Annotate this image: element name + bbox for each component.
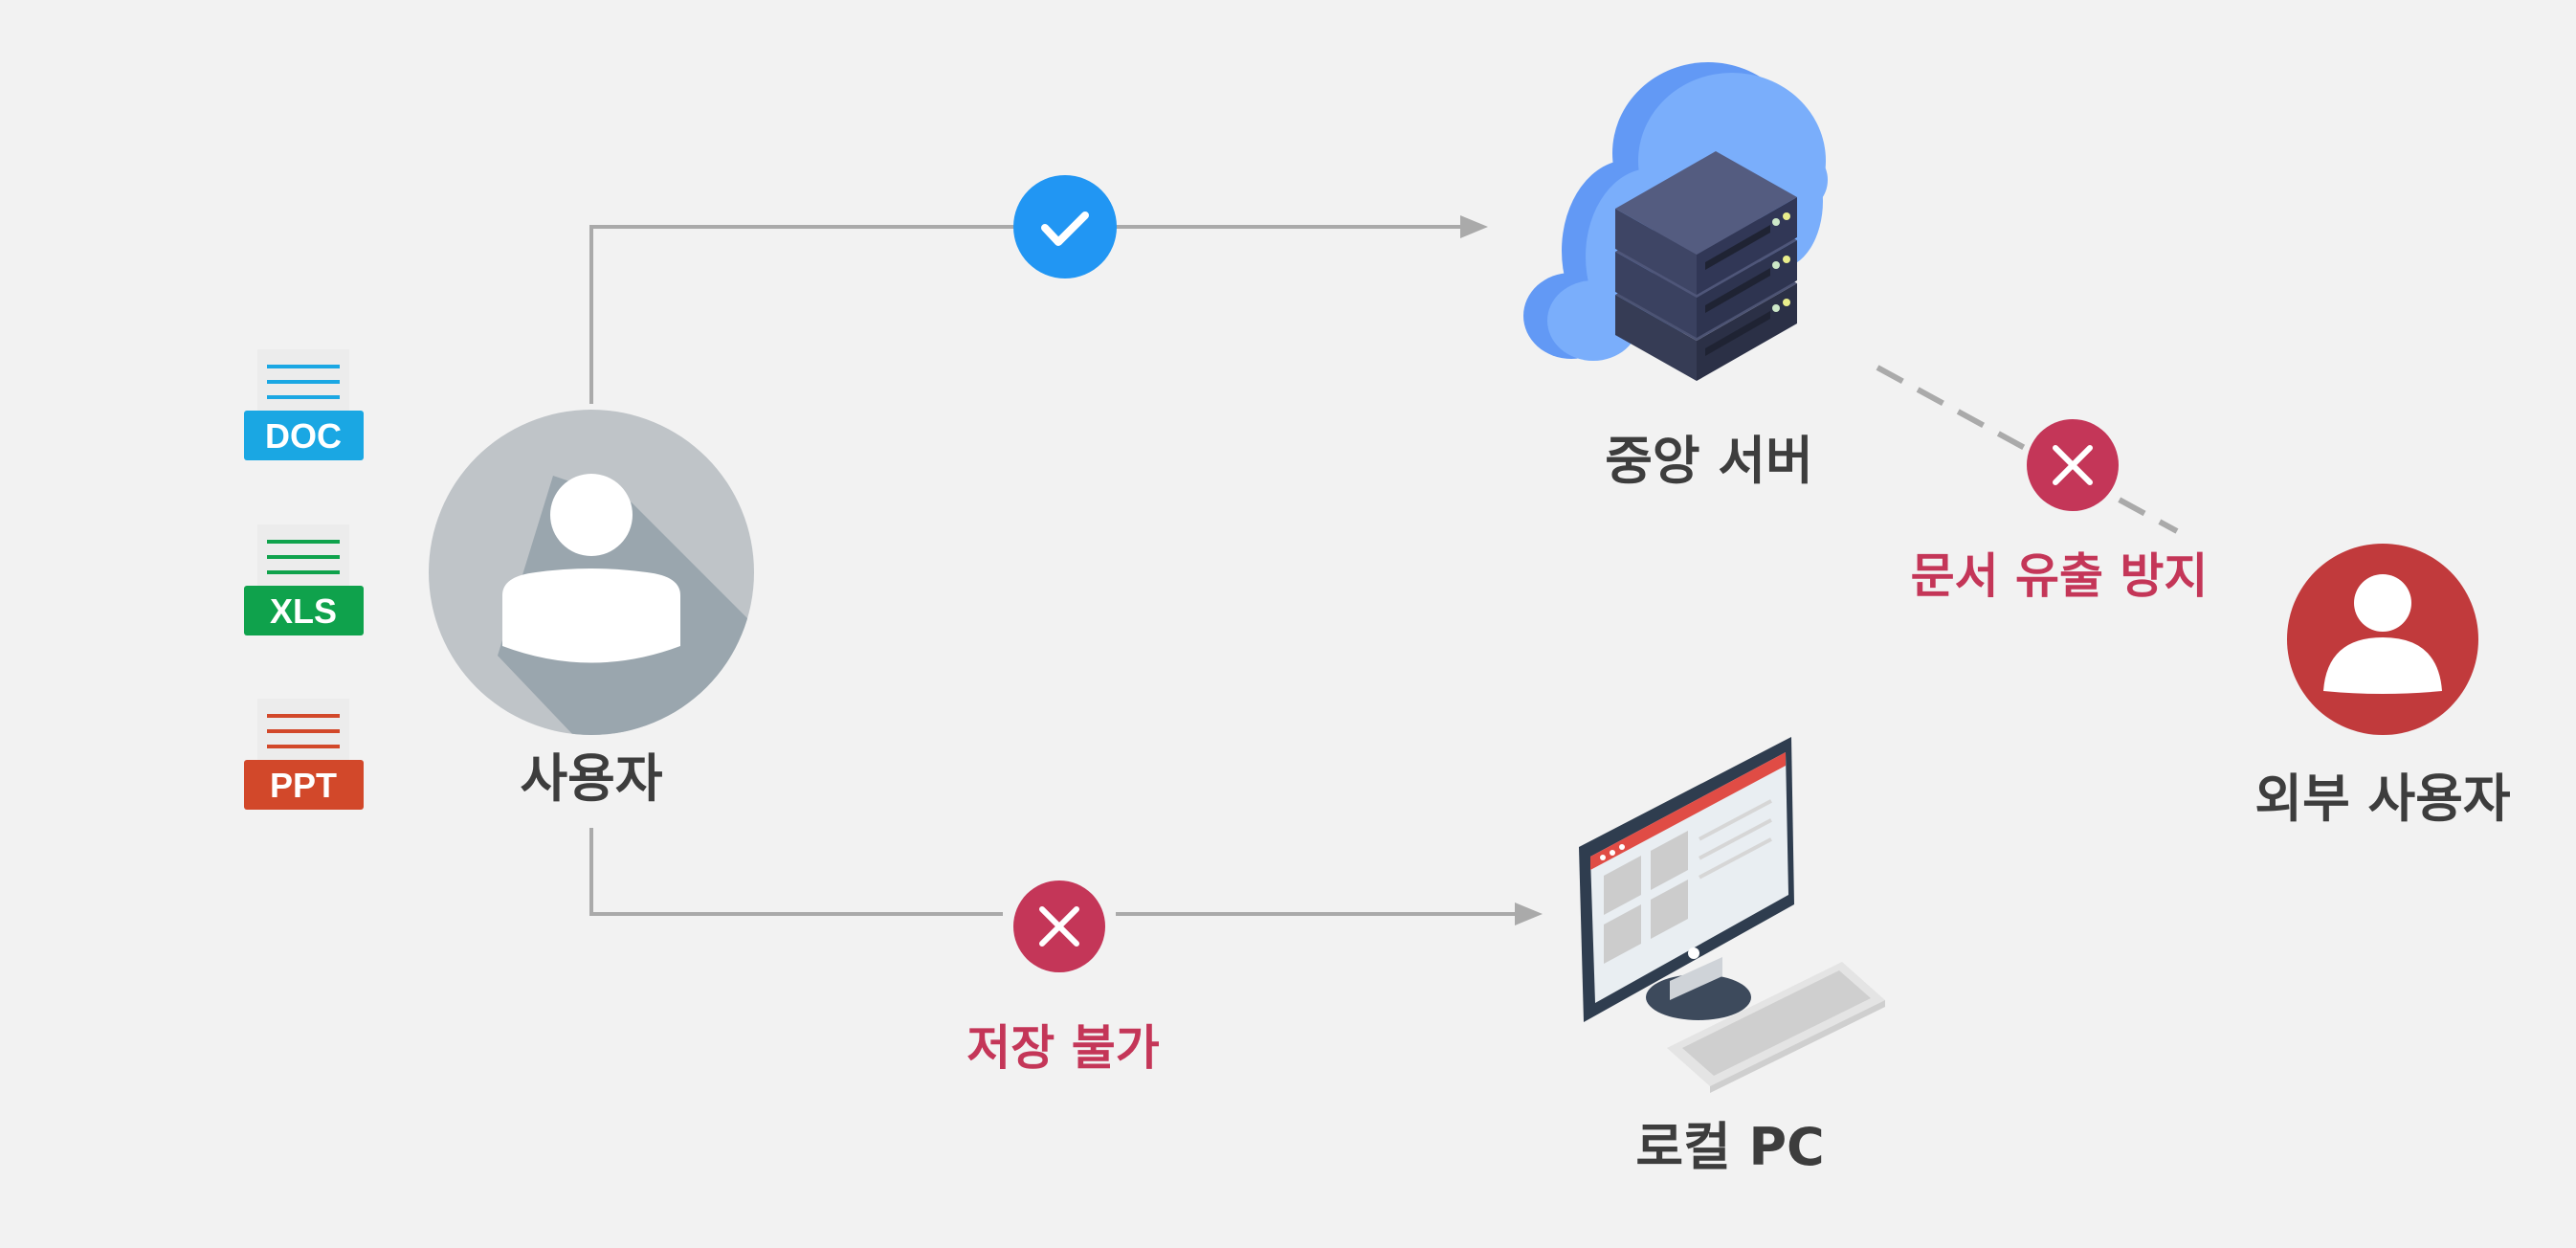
keyboard-icon xyxy=(1667,962,1885,1093)
server-label: 중앙 서버 xyxy=(1605,431,1813,491)
monitor-icon xyxy=(1579,737,1794,1022)
connector-user-to-local-pc xyxy=(589,828,1517,916)
allowed-check-icon xyxy=(1013,175,1117,279)
server-rack-icon xyxy=(1615,151,1797,381)
connector-server-to-external-blocked xyxy=(1876,365,2179,534)
ppt-file-label: PPT xyxy=(270,766,337,805)
doc-file-icon: DOC xyxy=(244,349,364,460)
external-user-avatar-icon xyxy=(2287,544,2478,735)
xls-file-label: XLS xyxy=(270,591,337,631)
no-save-x-icon xyxy=(1013,880,1105,972)
user-label: 사용자 xyxy=(520,748,663,809)
arrowhead-local-pc xyxy=(1515,903,1543,925)
doc-file-label: DOC xyxy=(265,416,342,456)
ppt-file-icon: PPT xyxy=(244,699,364,810)
connector-user-to-server xyxy=(589,225,1464,404)
no-save-label: 저장 불가 xyxy=(966,1020,1160,1076)
arrowhead-server xyxy=(1460,215,1488,238)
xls-file-icon: XLS xyxy=(244,524,364,635)
user-avatar-icon xyxy=(429,410,754,735)
external-user-label: 외부 사용자 xyxy=(2254,769,2511,829)
leak-prevention-label: 문서 유출 방지 xyxy=(1910,548,2209,604)
local-pc-label: 로컬 PC xyxy=(1635,1117,1825,1177)
cloud-server-icon xyxy=(1523,62,1828,381)
leak-block-x-icon xyxy=(2027,419,2119,511)
local-pc-icon xyxy=(1579,737,1885,1093)
